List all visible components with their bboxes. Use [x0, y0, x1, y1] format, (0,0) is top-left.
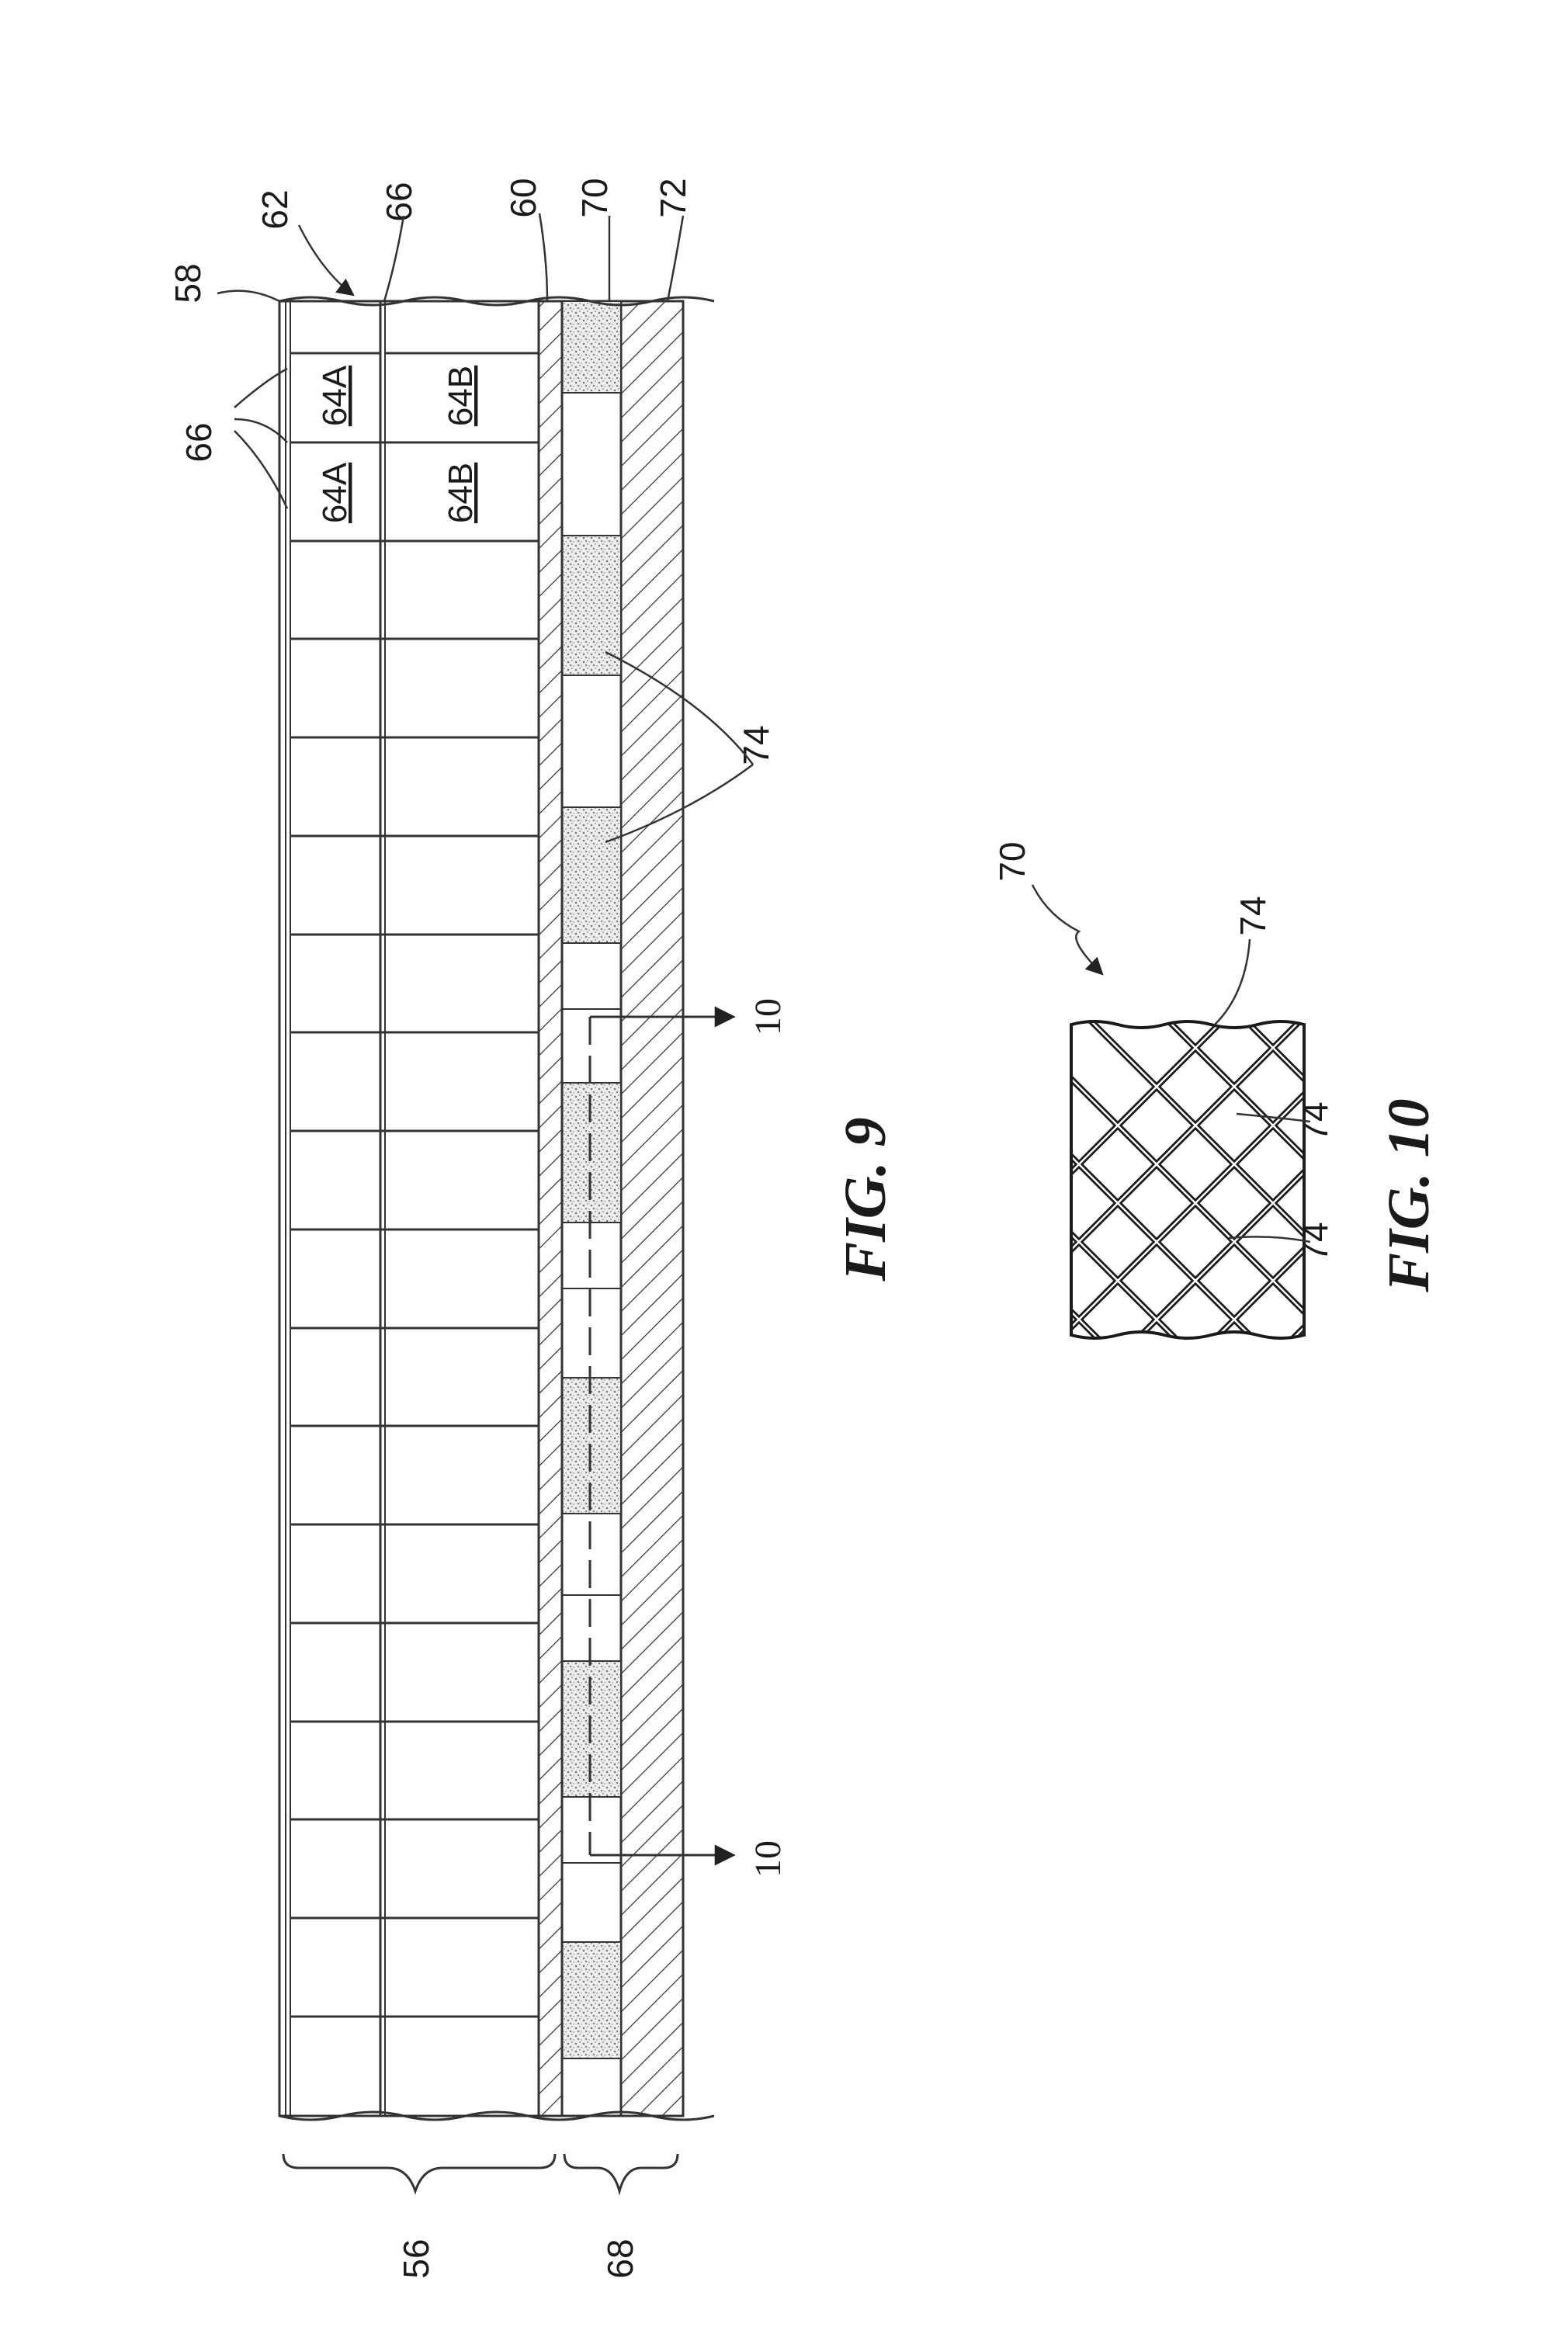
layer-60-hatched — [539, 301, 562, 2116]
fig10-caption: FIG. 10 — [1376, 1098, 1441, 1292]
ref-58: 58 — [168, 263, 208, 303]
layer-56-cell-array — [279, 301, 539, 2116]
fig10-ref-74-b: 74 — [1295, 1101, 1335, 1141]
section-label-10-top: 10 — [748, 998, 789, 1035]
cell-label-64b-1: 64B — [442, 366, 480, 426]
layer-70-mesh-segments — [562, 301, 621, 2116]
ref-72: 72 — [653, 178, 693, 217]
ref-68: 68 — [600, 2239, 640, 2278]
cell-label-64a-1: 64A — [316, 365, 354, 426]
section-label-10-bottom: 10 — [748, 1840, 789, 1878]
ref-70: 70 — [574, 178, 615, 217]
ref-66-group: 66 — [179, 422, 219, 462]
layer-72-hatched — [621, 301, 683, 2116]
cell-label-64b-2: 64B — [442, 463, 480, 523]
ref-56: 56 — [396, 2239, 436, 2278]
fig10-ref-74-a: 74 — [1233, 896, 1273, 935]
cell-label-64a-2: 64A — [316, 462, 354, 523]
brace-56 — [283, 2154, 555, 2191]
fig10-ref-74-c: 74 — [1295, 1222, 1335, 1261]
fig9-caption: FIG. 9 — [833, 1117, 898, 1281]
ref-66-top: 66 — [379, 182, 419, 221]
ref-60: 60 — [503, 178, 543, 217]
ref-74: 74 — [736, 725, 776, 765]
brace-68 — [564, 2154, 678, 2191]
fig10-ref-70: 70 — [992, 841, 1032, 881]
fig10-mesh-detail: 70 74 74 74 FIG. 10 — [877, 841, 1514, 1483]
fig9-cross-section: 64A 64A 64B 64B 58 62 66 60 70 72 66 74 — [168, 178, 898, 2278]
ref-62: 62 — [255, 189, 295, 229]
